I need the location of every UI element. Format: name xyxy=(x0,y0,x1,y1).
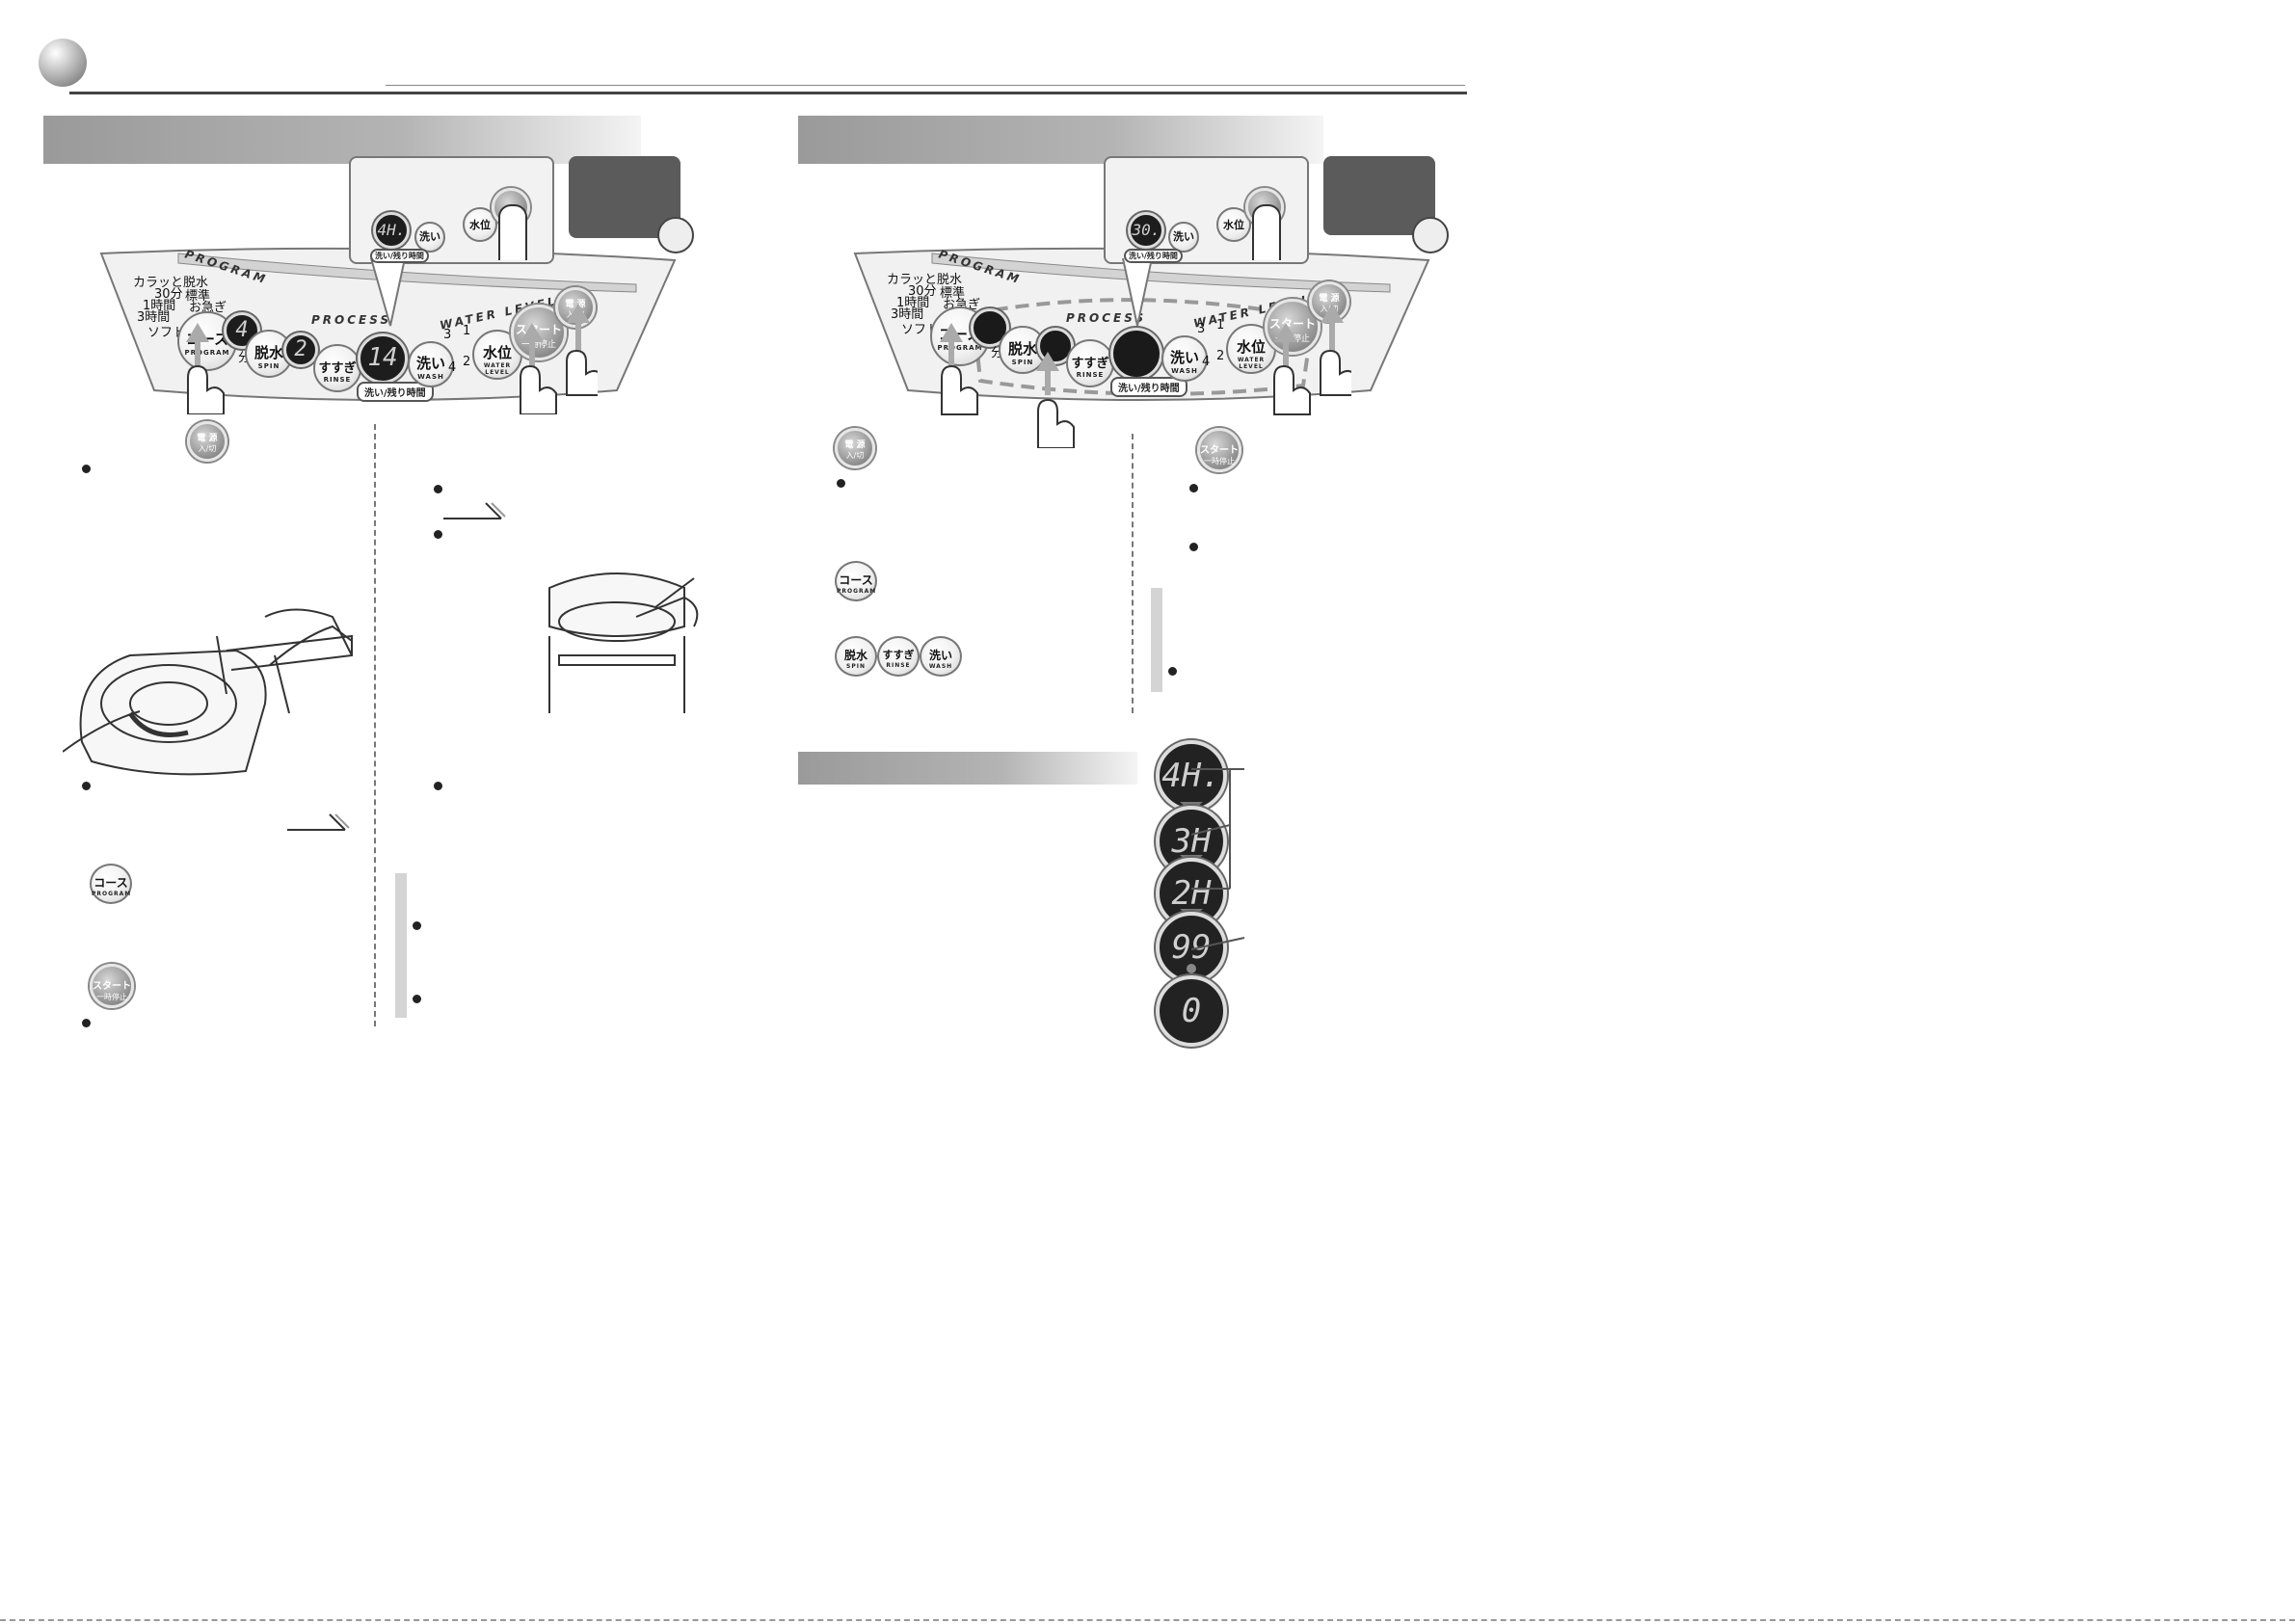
washer-lid-open-illustration xyxy=(548,572,699,713)
left-hand-pointers xyxy=(186,304,598,414)
bullet xyxy=(434,485,442,493)
inset-wash-time-label: 洗い/残り時間 xyxy=(370,249,429,263)
water-level-2: 2 xyxy=(1216,349,1225,363)
woman-figure-icon xyxy=(657,217,694,253)
wash-button-icon: 洗い WASH xyxy=(920,636,962,677)
water-level-button[interactable]: 水位 WATER LEVEL xyxy=(472,330,522,380)
start-button-icon: スタート 一時停止 xyxy=(90,964,134,1008)
inset-wash-time-label: 洗い/残り時間 xyxy=(1124,249,1183,263)
right-inset-callout xyxy=(1122,258,1153,327)
water-level-3: 3 xyxy=(1197,322,1206,336)
bullet xyxy=(1189,484,1198,493)
note-bar xyxy=(395,873,407,1018)
wash-time-label: 洗い/残り時間 xyxy=(1110,377,1188,397)
wash-button[interactable]: 洗い WASH xyxy=(408,341,454,387)
course-button-icon: コース PROGRAM xyxy=(835,561,877,601)
program-option-standard: 標準 xyxy=(940,286,966,301)
bullet xyxy=(434,782,442,790)
bullet xyxy=(1189,543,1198,551)
timer-section-bar xyxy=(798,752,1137,785)
right-hand-pointers xyxy=(940,304,1351,448)
bullet xyxy=(1168,667,1177,676)
program-option-1h: 1時間 xyxy=(143,299,176,313)
bullet xyxy=(837,479,845,488)
program-option-soft: ソフト xyxy=(901,323,940,337)
spin-button-icon: 脱水 SPIN xyxy=(835,636,877,677)
water-level-1: 1 xyxy=(1216,318,1225,333)
inset-wash-display: 4H. xyxy=(373,212,410,249)
water-level-3: 3 xyxy=(443,328,452,342)
process-band-label: PROCESS xyxy=(1066,311,1147,325)
left-section-bar xyxy=(43,116,641,164)
note-bar xyxy=(1151,588,1162,692)
start-button-icon: スタート 一時停止 xyxy=(1197,428,1241,472)
power-button-icon: 電 源 入/切 xyxy=(187,421,227,462)
inset-pressing-finger-icon xyxy=(1252,204,1281,260)
reference-arrow-icon xyxy=(443,502,506,519)
header-rule xyxy=(69,92,1467,94)
inset-wash-button[interactable]: 洗い xyxy=(414,222,445,253)
bullet xyxy=(413,995,421,1003)
rinse-button-icon: すすぎ RINSE xyxy=(877,636,920,677)
page-bottom-border xyxy=(0,1619,2295,1621)
sequence-bracket xyxy=(1191,768,1245,950)
bullet xyxy=(82,1019,91,1027)
program-option-soft: ソフト xyxy=(147,326,186,340)
bullet xyxy=(434,530,442,539)
water-level-2: 2 xyxy=(463,355,471,369)
power-button-icon: 電 源 入/切 xyxy=(835,428,875,468)
inset-wash-display: 30. xyxy=(1128,212,1164,249)
woman-figure-icon xyxy=(1412,217,1449,253)
reference-arrow-icon xyxy=(287,813,350,831)
bullet xyxy=(82,465,91,473)
water-level-1: 1 xyxy=(463,324,471,338)
water-level-4: 4 xyxy=(448,360,457,375)
wash-time-display: 14 xyxy=(358,333,408,384)
ellipsis-dot xyxy=(1187,964,1196,973)
course-button-icon: コース PROGRAM xyxy=(90,864,132,904)
bullet xyxy=(413,921,421,930)
rinse-count-display: 2 xyxy=(283,333,318,367)
program-option-3h: 3時間 xyxy=(891,307,924,322)
column-separator xyxy=(1132,434,1134,713)
program-option-1h: 1時間 xyxy=(896,296,930,310)
program-option-3h: 3時間 xyxy=(137,310,171,325)
sequence-display-5: 0 xyxy=(1156,975,1227,1047)
rinse-button[interactable]: すすぎ RINSE xyxy=(313,344,361,392)
bullet xyxy=(82,782,91,790)
inset-pressing-finger-icon xyxy=(498,204,527,260)
process-band-label: PROCESS xyxy=(311,313,392,327)
program-option-30min: 30分 xyxy=(908,284,937,299)
header-rule-thin xyxy=(386,85,1465,86)
program-option-standard: 標準 xyxy=(185,289,211,304)
program-option-karatto: カラッと脱水 xyxy=(887,273,963,287)
water-level-4: 4 xyxy=(1202,355,1211,369)
inset-wash-button[interactable]: 洗い xyxy=(1168,222,1199,253)
header-circle xyxy=(39,39,87,87)
left-inset-callout xyxy=(370,258,406,327)
right-section-bar xyxy=(798,116,1323,164)
washer-tub-illustration xyxy=(63,608,353,776)
column-separator xyxy=(374,424,376,1026)
wash-button[interactable]: 洗い WASH xyxy=(1161,335,1208,382)
program-option-30min: 30分 xyxy=(154,287,183,302)
program-option-karatto: カラッと脱水 xyxy=(133,276,209,290)
wash-time-label: 洗い/残り時間 xyxy=(357,382,434,402)
